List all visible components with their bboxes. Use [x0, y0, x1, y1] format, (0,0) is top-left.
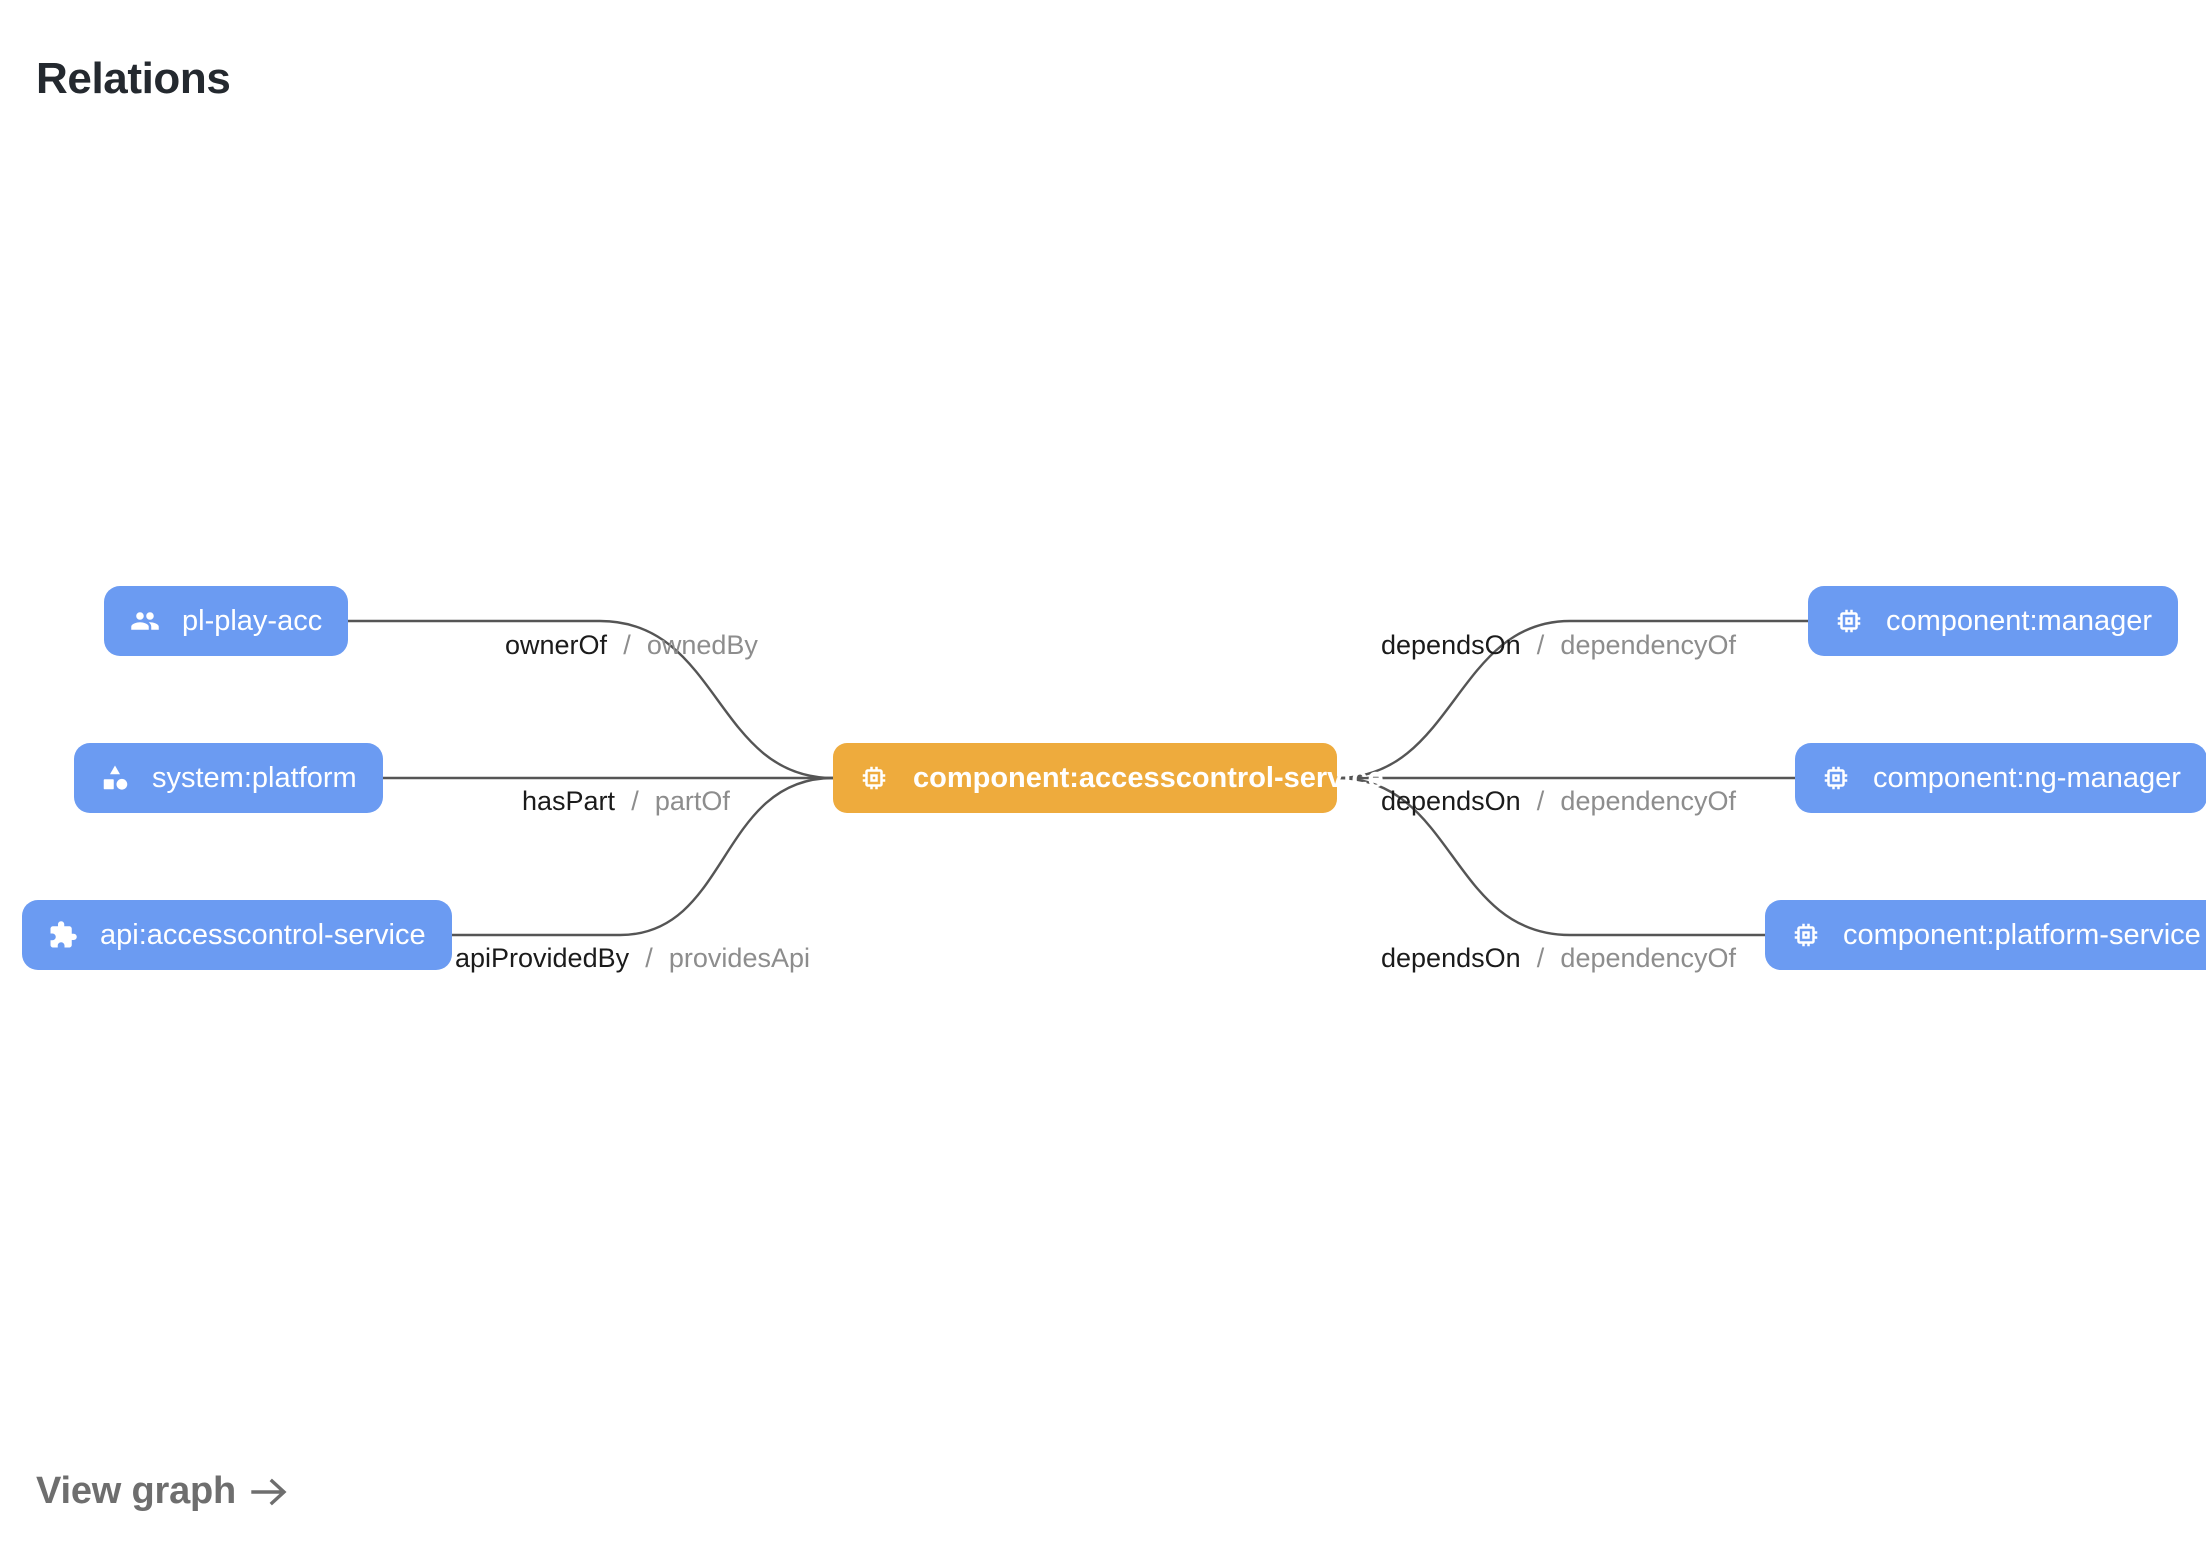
- edge-separator: /: [631, 786, 639, 816]
- puzzle-extension-icon: [48, 920, 78, 950]
- memory-chip-icon: [859, 763, 889, 793]
- graph-node-component-ng-manager[interactable]: component:ng-manager: [1795, 743, 2206, 813]
- view-graph-link[interactable]: View graph: [36, 1470, 290, 1513]
- view-graph-label: View graph: [36, 1470, 237, 1512]
- edge-label-ownerof: ownerOf / ownedBy: [505, 632, 758, 659]
- edge-separator: /: [623, 630, 631, 660]
- edge-inverse-relation: dependencyOf: [1560, 943, 1737, 973]
- graph-node-system-platform[interactable]: system:platform: [74, 743, 383, 813]
- graph-node-label: component:platform-service: [1843, 918, 2201, 951]
- category-shapes-icon: [100, 763, 130, 793]
- graph-node-label: component:accesscontrol-service: [913, 761, 1384, 794]
- edge-relation: apiProvidedBy: [455, 943, 630, 973]
- edge-label-dependson-manager: dependsOn / dependencyOf: [1381, 632, 1736, 659]
- graph-node-label: component:ng-manager: [1873, 761, 2181, 794]
- graph-node-label: api:accesscontrol-service: [100, 918, 426, 951]
- arrow-right-icon: [250, 1476, 290, 1508]
- edge-relation: dependsOn: [1381, 943, 1521, 973]
- graph-node-api-accesscontrol-service[interactable]: api:accesscontrol-service: [22, 900, 452, 970]
- group-people-icon: [130, 606, 160, 636]
- page-title: Relations: [36, 54, 231, 104]
- edge-relation: dependsOn: [1381, 630, 1521, 660]
- edge-relation: ownerOf: [505, 630, 608, 660]
- graph-node-label: pl-play-acc: [182, 604, 323, 637]
- edge-inverse-relation: dependencyOf: [1560, 630, 1737, 660]
- memory-chip-icon: [1791, 920, 1821, 950]
- edge-relation: hasPart: [522, 786, 616, 816]
- memory-chip-icon: [1834, 606, 1864, 636]
- edge-inverse-relation: partOf: [654, 786, 730, 816]
- edge-inverse-relation: providesApi: [668, 943, 810, 973]
- edge-separator: /: [1536, 943, 1545, 973]
- edge-separator: /: [645, 943, 653, 973]
- edge-relation: dependsOn: [1381, 786, 1521, 816]
- graph-node-component-manager[interactable]: component:manager: [1808, 586, 2178, 656]
- graph-node-component-platform-service[interactable]: component:platform-service: [1765, 900, 2206, 970]
- memory-chip-icon: [1821, 763, 1851, 793]
- edge-label-haspart: hasPart / partOf: [522, 788, 730, 815]
- graph-node-label: component:manager: [1886, 604, 2152, 637]
- graph-node-label: system:platform: [152, 761, 357, 794]
- edge-inverse-relation: ownedBy: [646, 630, 758, 660]
- edge-label-dependson-platform-service: dependsOn / dependencyOf: [1381, 945, 1736, 972]
- edge-separator: /: [1536, 786, 1545, 816]
- graph-node-pl-play-acc[interactable]: pl-play-acc: [104, 586, 349, 656]
- graph-node-component-accesscontrol-service[interactable]: component:accesscontrol-service: [833, 743, 1384, 813]
- edge-label-apiprovidedby: apiProvidedBy / providesApi: [455, 945, 810, 972]
- edge-separator: /: [1536, 630, 1545, 660]
- edge-label-dependson-ng-manager: dependsOn / dependencyOf: [1381, 788, 1736, 815]
- edge-inverse-relation: dependencyOf: [1560, 786, 1737, 816]
